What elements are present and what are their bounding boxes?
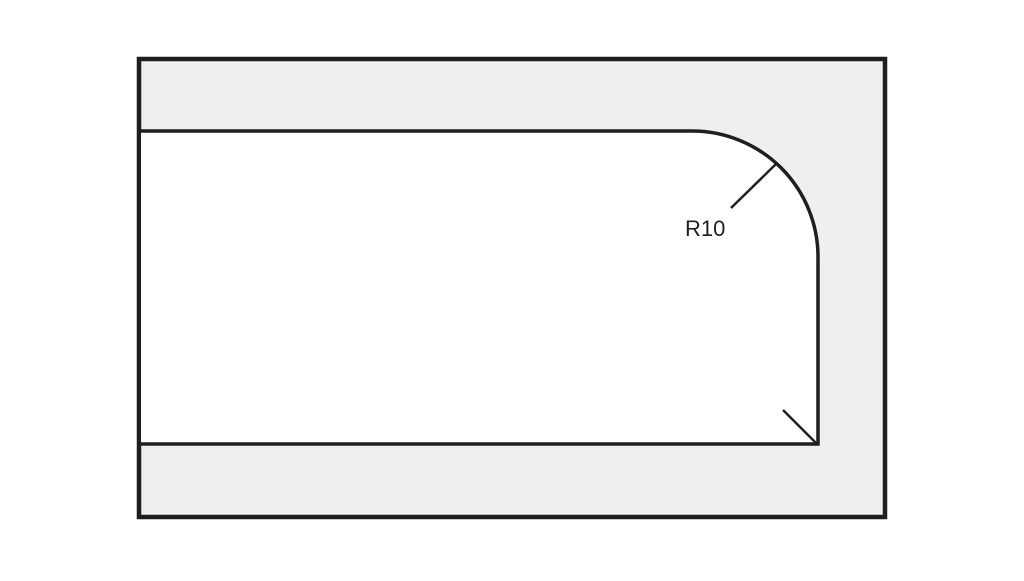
radius-leader-line (730, 163, 777, 209)
inner-pocket (141, 131, 818, 444)
corner-tick-mark (782, 409, 817, 444)
inner-pocket-outline (141, 129, 820, 446)
radius-label: R10 (685, 216, 725, 241)
